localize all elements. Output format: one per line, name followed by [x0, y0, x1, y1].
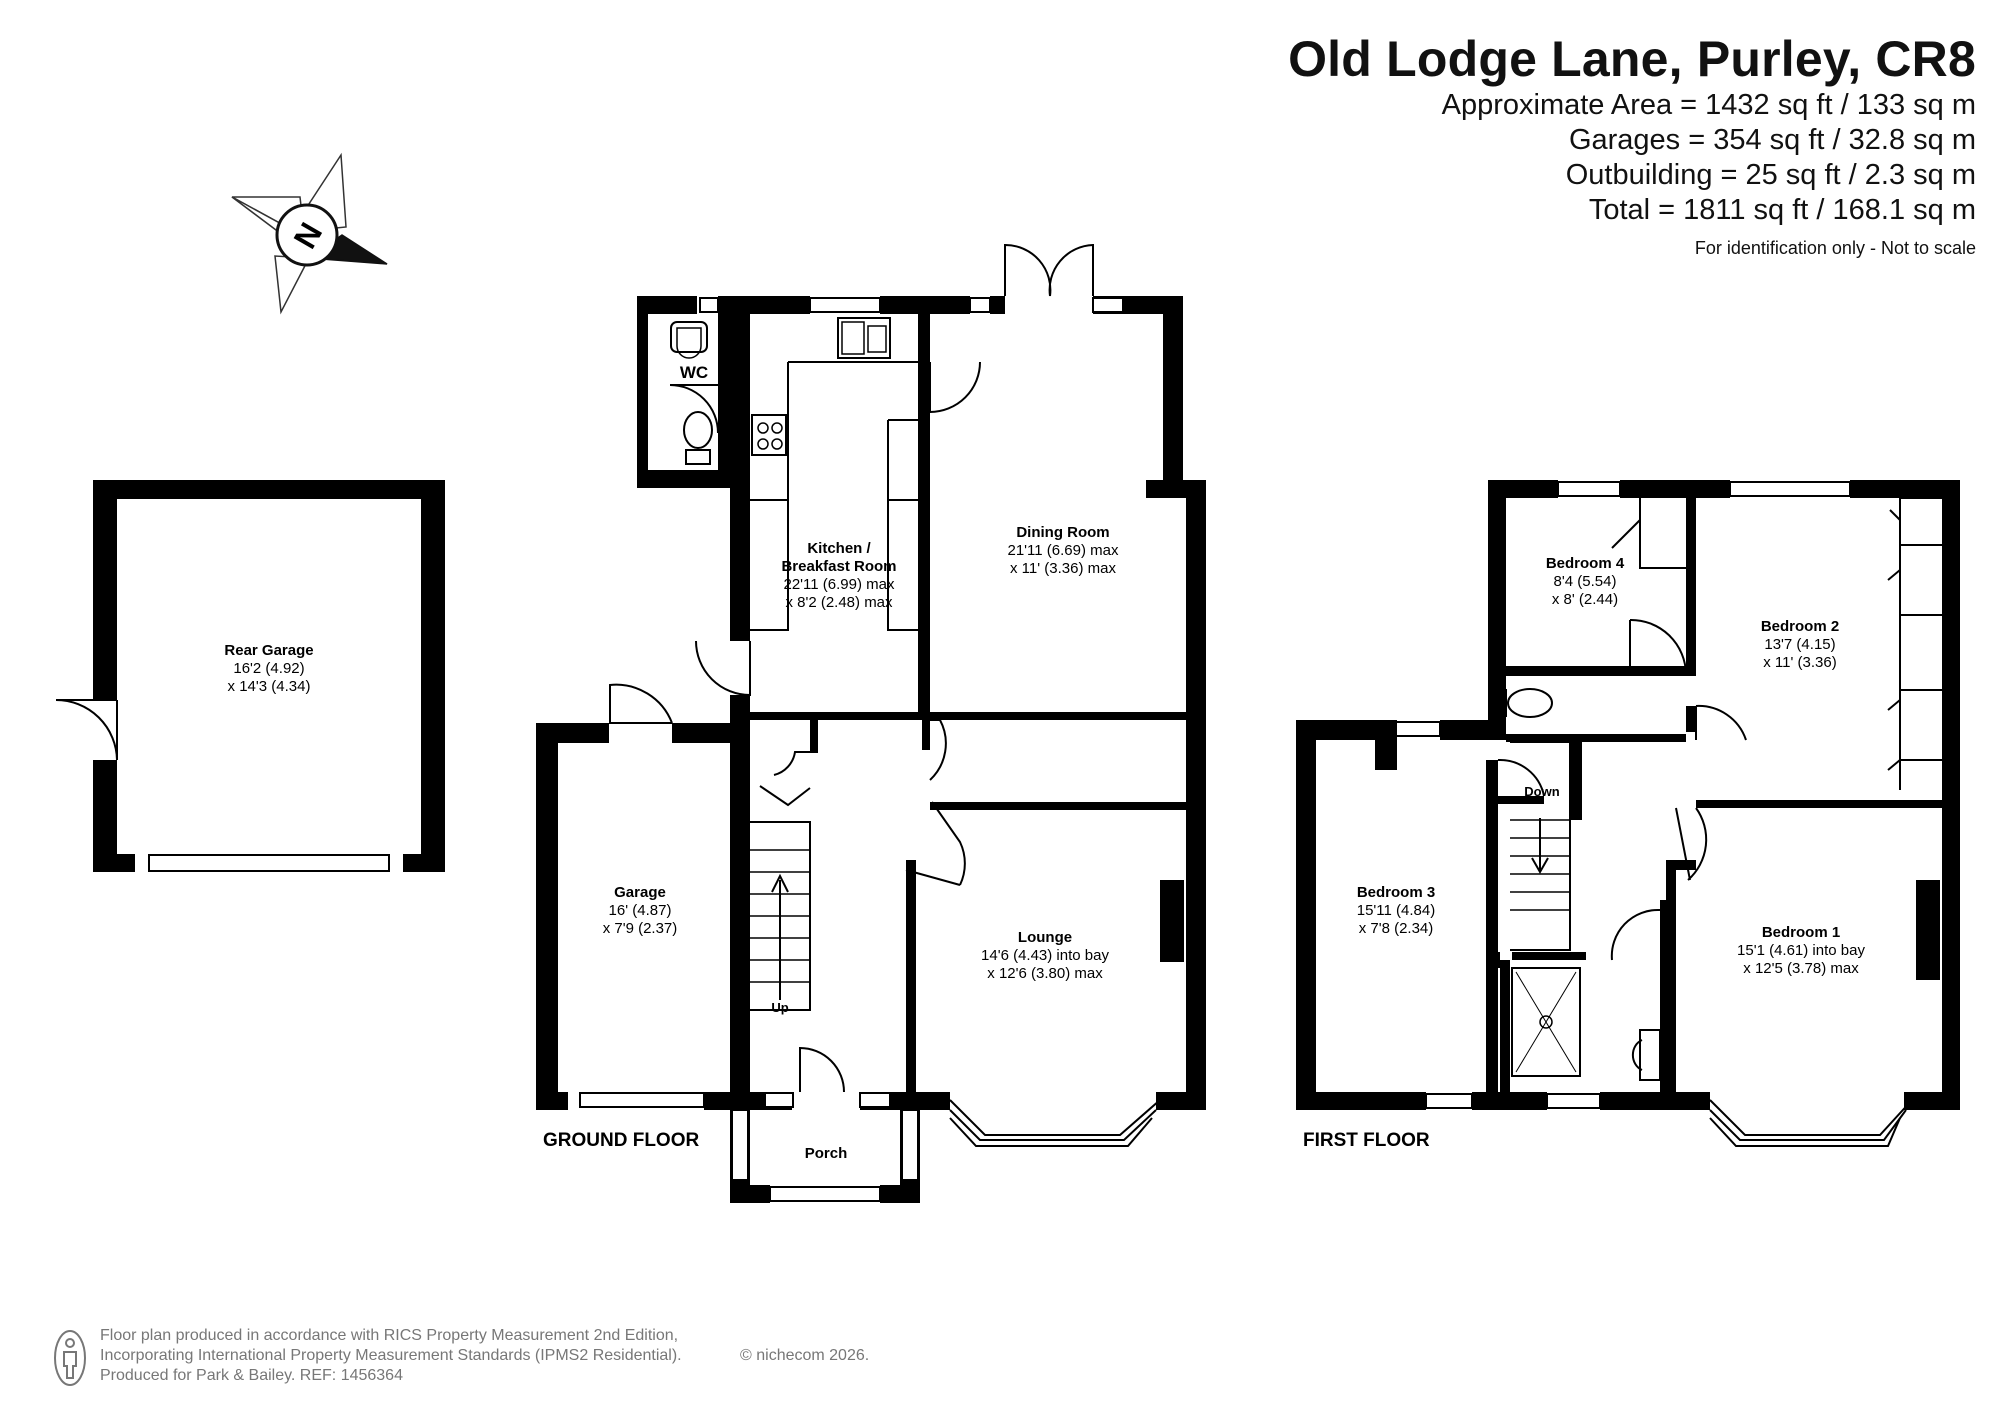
- garage-dim1: 16' (4.87): [609, 902, 672, 919]
- rear-garage-dim2: x 14'3 (4.34): [228, 678, 311, 695]
- bedroom3-name: Bedroom 3: [1357, 884, 1435, 901]
- bedroom1-dim1: 15'1 (4.61) into bay: [1737, 942, 1865, 959]
- kitchen-dim2: x 8'2 (2.48) max: [785, 594, 893, 611]
- bedroom2-name: Bedroom 2: [1761, 618, 1839, 635]
- bedroom2-dim2: x 11' (3.36): [1763, 654, 1836, 671]
- garage-dim2: x 7'9 (2.37): [603, 920, 678, 937]
- garages-area: Garages = 354 sq ft / 32.8 sq m: [1568, 124, 1976, 156]
- dining-name: Dining Room: [1016, 524, 1109, 541]
- total-area: Total = 1811 sq ft / 168.1 sq m: [1588, 194, 1976, 226]
- kitchen-name-1: Kitchen /: [807, 540, 871, 557]
- porch-name: Porch: [805, 1145, 848, 1162]
- stairs-up-label: Up: [771, 1000, 788, 1015]
- bedroom4-dim2: x 8' (2.44): [1552, 591, 1618, 608]
- rear-garage-walls: [55, 480, 445, 872]
- garage-name: Garage: [614, 884, 666, 901]
- room-labels: Rear Garage 16'2 (4.92) x 14'3 (4.34) Ga…: [224, 363, 1865, 1162]
- first-floor-walls: [1296, 480, 1960, 1110]
- approx-area: Approximate Area = 1432 sq ft / 133 sq m: [1441, 89, 1976, 121]
- lounge-dim2: x 12'6 (3.80) max: [987, 965, 1103, 982]
- bedroom1-name: Bedroom 1: [1762, 924, 1840, 941]
- dining-dim2: x 11' (3.36) max: [1010, 560, 1116, 577]
- property-title: Old Lodge Lane, Purley, CR8: [1288, 31, 1976, 87]
- kitchen-name-2: Breakfast Room: [781, 558, 896, 575]
- footer: Floor plan produced in accordance with R…: [100, 1326, 869, 1386]
- lounge-dim1: 14'6 (4.43) into bay: [981, 947, 1109, 964]
- lounge-name: Lounge: [1018, 929, 1072, 946]
- wc-name: WC: [680, 363, 708, 382]
- ground-floor-walls: [536, 296, 1206, 1203]
- outbuilding-area: Outbuilding = 25 sq ft / 2.3 sq m: [1565, 159, 1976, 191]
- stairs-down-label: Down: [1524, 784, 1559, 799]
- kitchen-dim1: 22'11 (6.99) max: [784, 576, 895, 593]
- ground-floor-interior: [579, 243, 1186, 1202]
- compass-icon: N: [231, 152, 388, 315]
- copyright: © nichecom 2026.: [740, 1347, 870, 1364]
- footer-line-3: Produced for Park & Bailey. REF: 1456364: [100, 1367, 403, 1384]
- bedroom4-dim1: 8'4 (5.54): [1554, 573, 1617, 590]
- first-floor-label: FIRST FLOOR: [1303, 1130, 1430, 1151]
- bedroom4-name: Bedroom 4: [1546, 555, 1625, 572]
- bedroom2-dim1: 13'7 (4.15): [1764, 636, 1835, 653]
- dining-dim1: 21'11 (6.69) max: [1008, 542, 1119, 559]
- rear-garage-name: Rear Garage: [224, 642, 313, 659]
- bedroom3-dim1: 15'11 (4.84): [1357, 902, 1435, 919]
- title-block: Old Lodge Lane, Purley, CR8 Approximate …: [1288, 30, 1976, 259]
- ground-floor-label: GROUND FLOOR: [543, 1130, 699, 1151]
- rear-garage-dim1: 16'2 (4.92): [233, 660, 304, 677]
- first-floor-interior: [1395, 481, 1942, 1147]
- floor-labels: GROUND FLOOR FIRST FLOOR: [543, 1130, 1430, 1151]
- scale-note: For identification only - Not to scale: [1694, 238, 1976, 258]
- bedroom1-dim2: x 12'5 (3.78) max: [1743, 960, 1859, 977]
- footer-line-1: Floor plan produced in accordance with R…: [100, 1327, 679, 1344]
- person-logo-icon: [54, 1330, 86, 1386]
- bedroom3-dim2: x 7'8 (2.34): [1359, 920, 1434, 937]
- footer-line-2: Incorporating International Property Mea…: [100, 1347, 682, 1364]
